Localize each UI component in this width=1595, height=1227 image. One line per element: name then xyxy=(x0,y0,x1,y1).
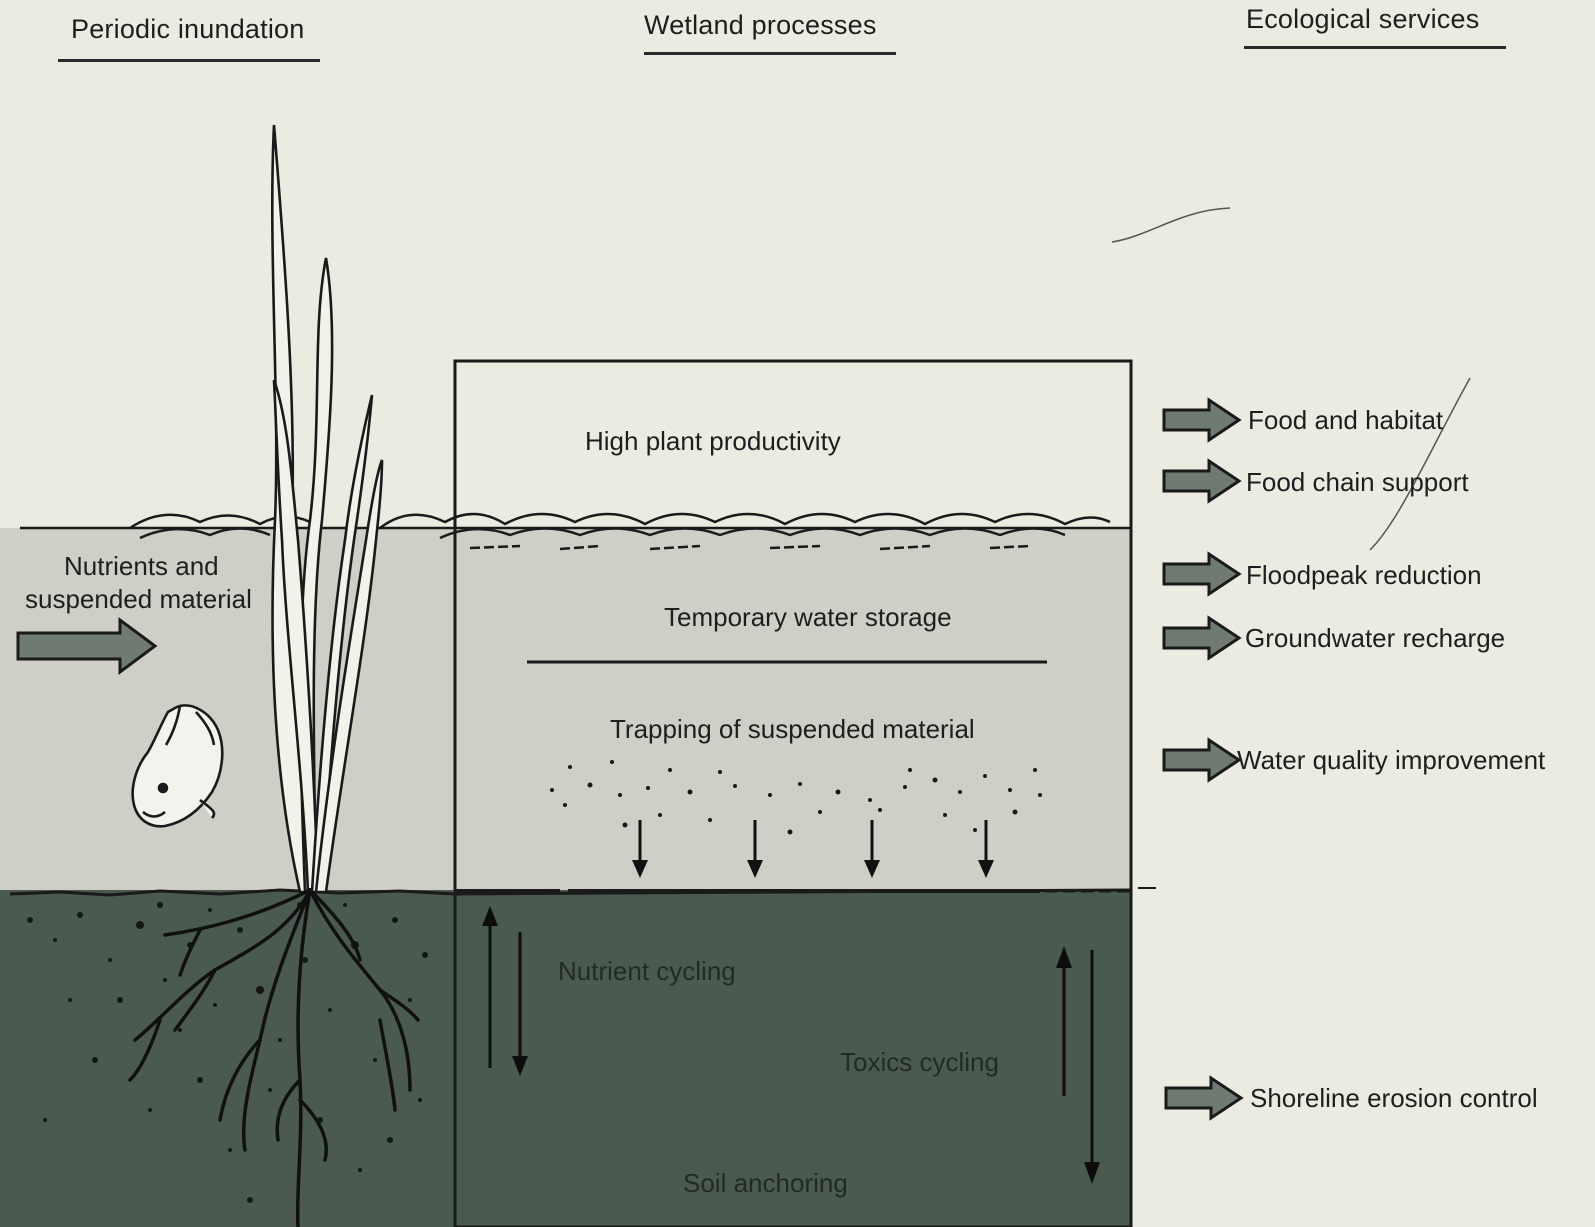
service-shoreline-erosion-control: Shoreline erosion control xyxy=(1250,1083,1538,1114)
service-arrow-icon xyxy=(1161,397,1243,443)
service-arrow-icon xyxy=(1161,737,1243,783)
heading-underline-left xyxy=(58,59,320,62)
process-soil-anchoring: Soil anchoring xyxy=(683,1168,848,1199)
process-trapping-suspended-material: Trapping of suspended material xyxy=(610,714,975,745)
service-water-quality-improvement: Water quality improvement xyxy=(1237,745,1545,776)
inflow-label-line1: Nutrients and xyxy=(64,551,219,582)
service-arrow-icon xyxy=(1161,615,1243,661)
service-arrow-icon xyxy=(1161,551,1243,597)
service-floodpeak-reduction: Floodpeak reduction xyxy=(1246,560,1482,591)
process-toxics-cycling: Toxics cycling xyxy=(840,1047,999,1078)
heading-underline-right xyxy=(1244,46,1506,49)
heading-ecological-services: Ecological services xyxy=(1246,4,1479,35)
heading-wetland-processes: Wetland processes xyxy=(644,10,877,41)
service-arrow-icon xyxy=(1161,458,1243,504)
service-arrow-icon xyxy=(1163,1075,1245,1121)
heading-underline-center xyxy=(644,52,896,55)
water-layer xyxy=(0,528,1130,890)
process-high-plant-productivity: High plant productivity xyxy=(585,426,841,457)
process-temporary-water-storage: Temporary water storage xyxy=(664,602,952,633)
service-food-and-habitat: Food and habitat xyxy=(1248,405,1443,436)
service-food-chain-support: Food chain support xyxy=(1246,467,1469,498)
process-nutrient-cycling: Nutrient cycling xyxy=(558,956,736,987)
service-groundwater-recharge: Groundwater recharge xyxy=(1245,623,1505,654)
heading-periodic-inundation: Periodic inundation xyxy=(71,14,304,45)
inflow-label-line2: suspended material xyxy=(25,584,252,615)
